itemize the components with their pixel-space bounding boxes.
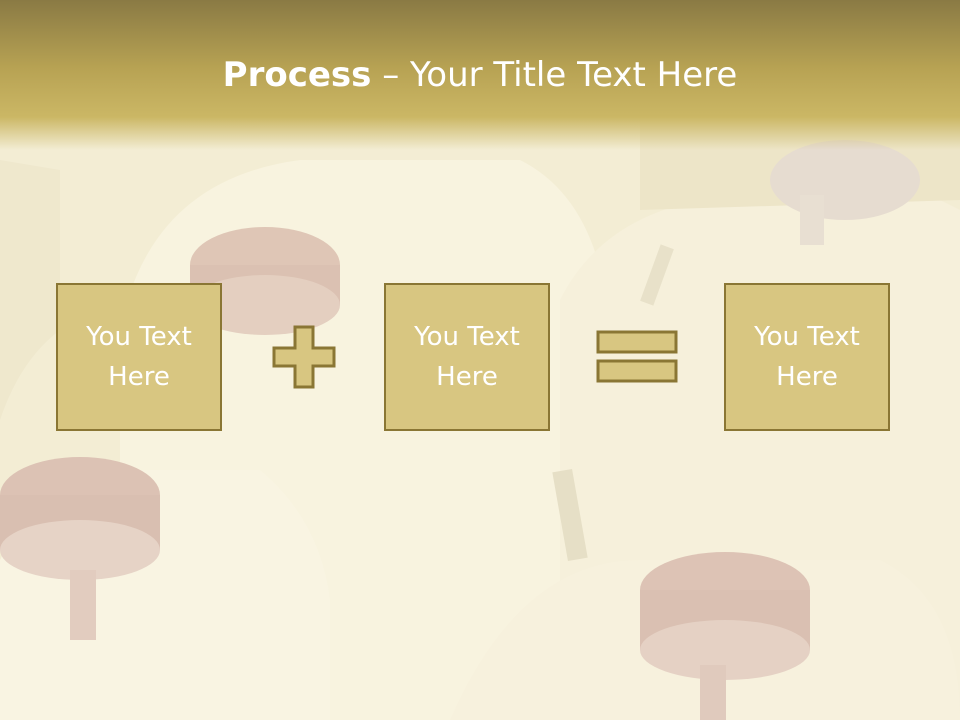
process-box-3-line2: Here: [776, 362, 838, 392]
process-box-1-line1: You Text: [86, 322, 192, 352]
process-box-1[interactable]: You Text Here: [56, 283, 222, 431]
process-box-2-line2: Here: [436, 362, 498, 392]
plus-icon[interactable]: [272, 325, 336, 389]
process-box-1-line2: Here: [108, 362, 170, 392]
process-box-3[interactable]: You Text Here: [724, 283, 890, 431]
title-rest: Your Title Text Here: [410, 55, 738, 95]
process-box-3-line1: You Text: [754, 322, 860, 352]
process-box-2-line1: You Text: [414, 322, 520, 352]
slide-title[interactable]: Process – Your Title Text Here: [0, 52, 960, 98]
process-box-3-text: You Text Here: [726, 317, 888, 397]
title-bar: [0, 0, 960, 150]
process-box-2-text: You Text Here: [386, 317, 548, 397]
title-bold: Process: [222, 55, 372, 95]
process-box-2[interactable]: You Text Here: [384, 283, 550, 431]
title-dash: –: [371, 55, 411, 95]
process-box-1-text: You Text Here: [58, 317, 220, 397]
equals-icon[interactable]: [596, 330, 678, 384]
